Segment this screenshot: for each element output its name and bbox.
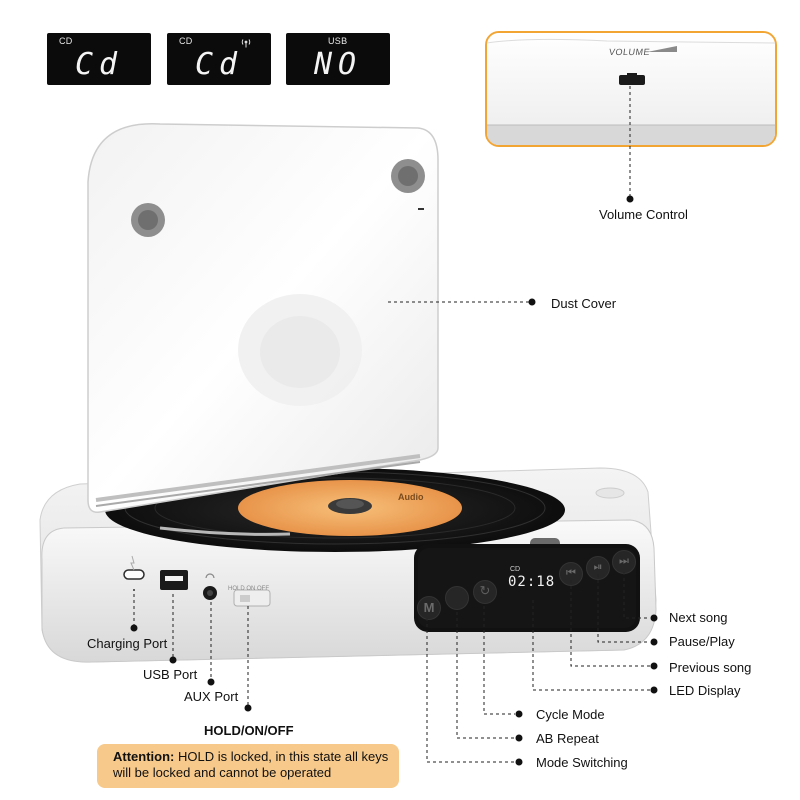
label-volume-control: Volume Control (599, 207, 688, 222)
pause-play-button[interactable]: ⏯ (586, 556, 610, 580)
hold-switch[interactable]: HOLD ON OFF (228, 586, 276, 600)
lcd-digits: Cd (74, 47, 124, 82)
hold-switch-text: HOLD ON OFF (228, 586, 270, 592)
led-display: CD 02:18 (506, 566, 558, 594)
label-usb-port: USB Port (143, 667, 198, 682)
mode-button-letter: M (423, 600, 435, 615)
label-pause-play: Pause/Play (669, 634, 735, 649)
ab-repeat-button[interactable] (445, 586, 469, 610)
lcd-display-cd-bluetooth: CD Cd (167, 33, 271, 85)
label-dust-cover: Dust Cover (551, 296, 617, 311)
label-cycle-mode: Cycle Mode (536, 707, 605, 722)
label-charging-port: Charging Port (87, 636, 168, 651)
previous-icon: ⏮ (566, 567, 576, 579)
lcd-tag: CD (59, 36, 73, 46)
lcd-digits: NO (313, 47, 363, 82)
label-aux-port: AUX Port (184, 689, 239, 704)
led-display-time: 02:18 (508, 574, 556, 590)
led-display-tag: CD (510, 566, 521, 573)
record-label-text: Audio (398, 492, 424, 502)
label-mode-switching: Mode Switching (536, 755, 628, 770)
volume-inset: VOLUME (485, 31, 777, 147)
previous-song-button[interactable]: ⏮ (559, 562, 583, 586)
next-song-button[interactable]: ⏭ (612, 550, 636, 574)
next-icon: ⏭ (619, 555, 629, 567)
lcd-display-cd: CD Cd (47, 33, 151, 85)
label-previous-song: Previous song (669, 660, 752, 675)
attention-text: HOLD is locked, in this state all keys w… (113, 749, 389, 780)
lcd-tag: USB (328, 36, 348, 46)
lcd-display-usb: USB NO (286, 33, 390, 85)
lcd-digits: Cd (194, 47, 244, 82)
attention-note: Attention: HOLD is locked, in this state… (97, 744, 399, 788)
cycle-mode-button[interactable]: ↻ (473, 580, 497, 604)
label-led-display: LED Display (669, 683, 741, 698)
attention-title: Attention: (113, 749, 175, 764)
signal-icon (239, 35, 253, 53)
mode-switching-button[interactable]: M (417, 596, 441, 620)
cycle-icon: ↻ (479, 583, 491, 598)
label-next-song: Next song (669, 610, 728, 625)
lcd-tag: CD (179, 36, 193, 46)
label-ab-repeat: AB Repeat (536, 731, 599, 746)
label-hold-on-off: HOLD/ON/OFF (204, 723, 294, 738)
play-pause-icon: ⏯ (593, 561, 603, 573)
